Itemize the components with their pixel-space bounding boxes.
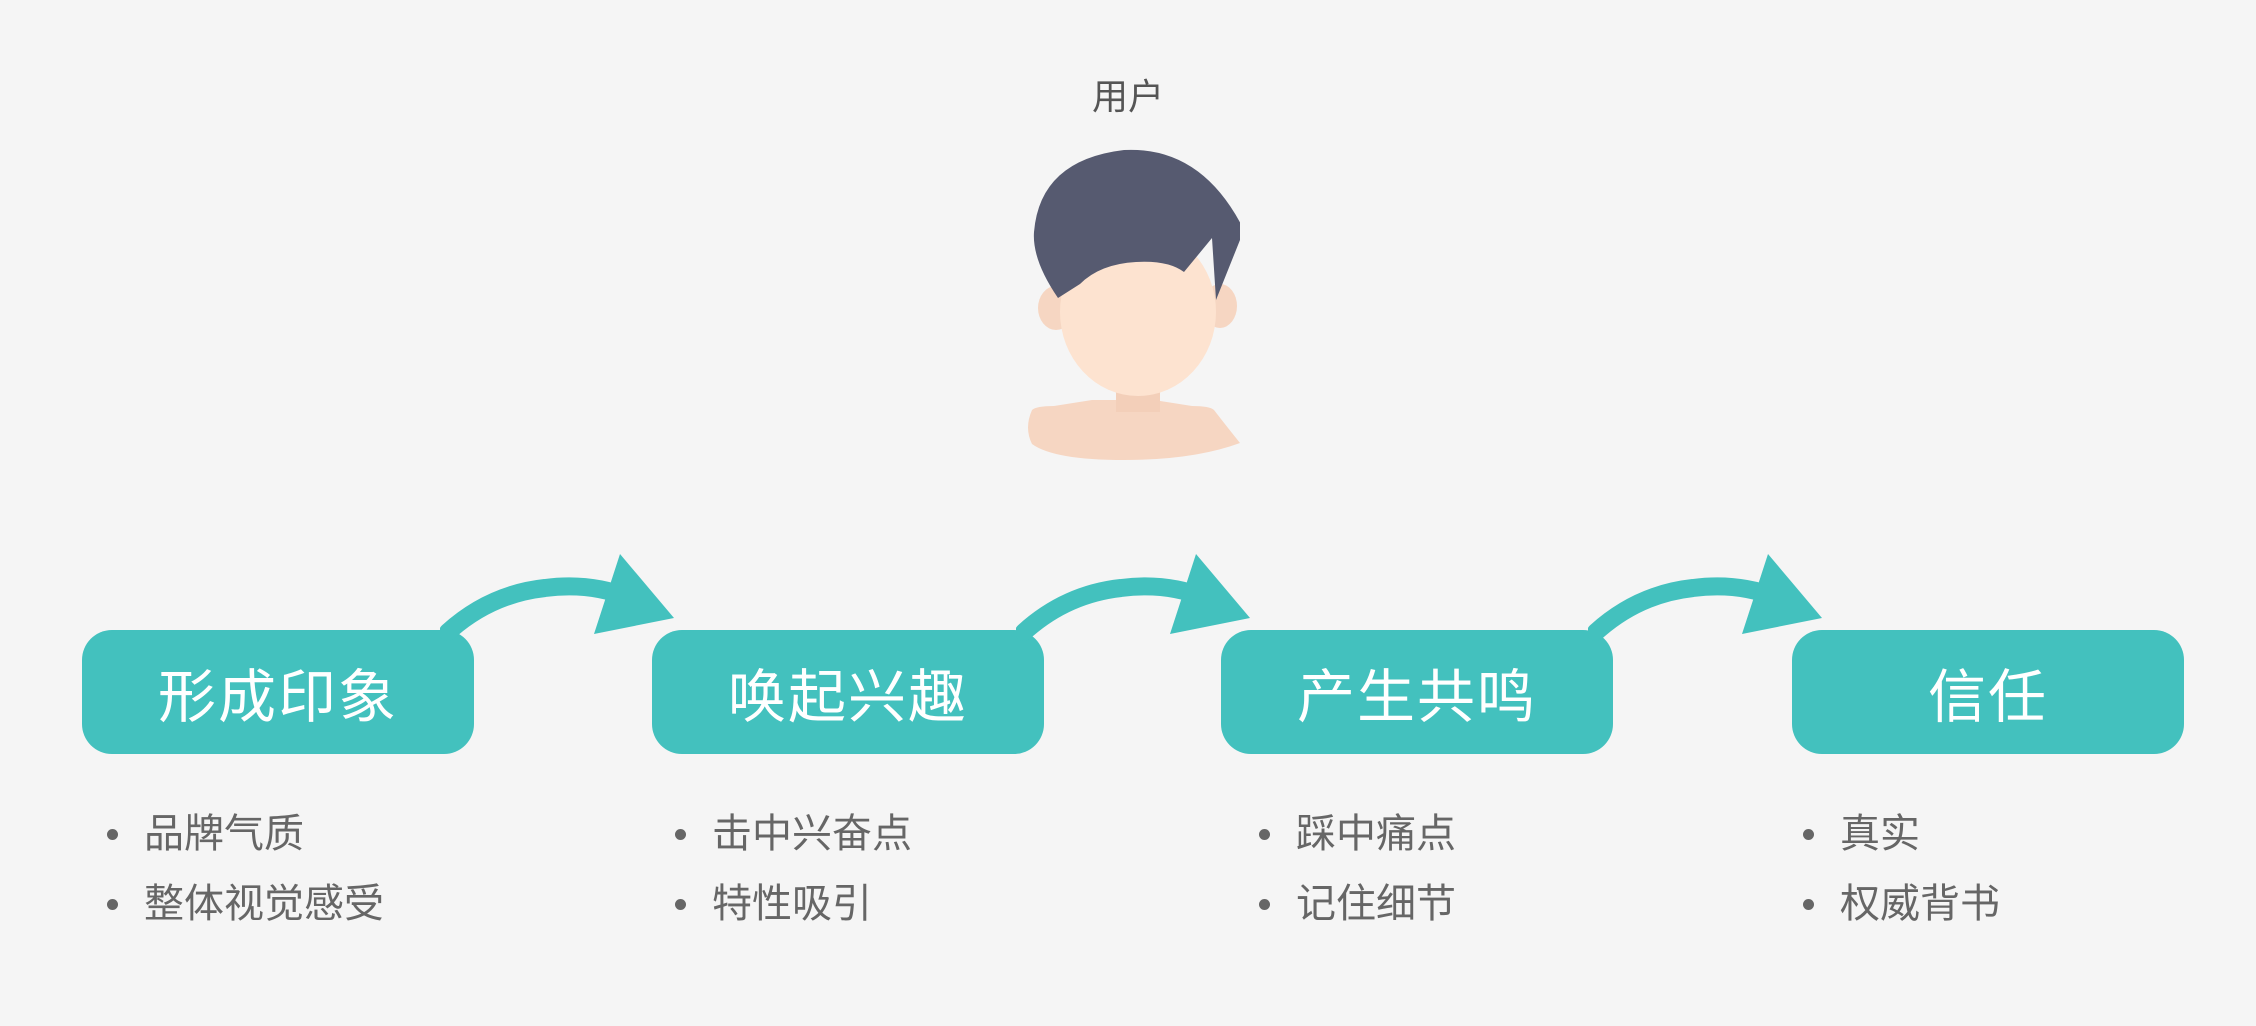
bullet-dot-icon — [1803, 899, 1814, 910]
bullet-dot-icon — [675, 829, 686, 840]
bullet-dot-icon — [107, 899, 118, 910]
list-item: 击中兴奋点 — [672, 808, 912, 878]
stage-box: 产生共鸣 — [1221, 630, 1613, 754]
list-item: 特性吸引 — [672, 878, 912, 948]
list-item: 权威背书 — [1800, 878, 2000, 948]
list-item: 整体视觉感受 — [104, 878, 384, 948]
bullet-list: 击中兴奋点 特性吸引 — [672, 808, 912, 948]
bullet-dot-icon — [107, 829, 118, 840]
arrow-right-icon — [1016, 554, 1250, 641]
bullet-dot-icon — [1259, 829, 1270, 840]
bullet-list: 真实 权威背书 — [1800, 808, 2000, 948]
arrow-right-icon — [440, 554, 674, 641]
bullet-dot-icon — [1259, 899, 1270, 910]
list-item: 品牌气质 — [104, 808, 384, 878]
bullet-dot-icon — [675, 899, 686, 910]
user-label: 用户 — [1091, 77, 1164, 118]
bullet-dot-icon — [1803, 829, 1814, 840]
bullet-list: 踩中痛点 记住细节 — [1256, 808, 1456, 948]
arrow-right-icon — [1588, 554, 1822, 641]
stage-box: 唤起兴趣 — [652, 630, 1044, 754]
list-item: 踩中痛点 — [1256, 808, 1456, 878]
stage-box: 形成印象 — [82, 630, 474, 754]
bullet-list: 品牌气质 整体视觉感受 — [104, 808, 384, 948]
user-avatar-icon — [1028, 149, 1240, 460]
list-item: 真实 — [1800, 808, 2000, 878]
list-item: 记住细节 — [1256, 878, 1456, 948]
stage-box: 信任 — [1792, 630, 2184, 754]
